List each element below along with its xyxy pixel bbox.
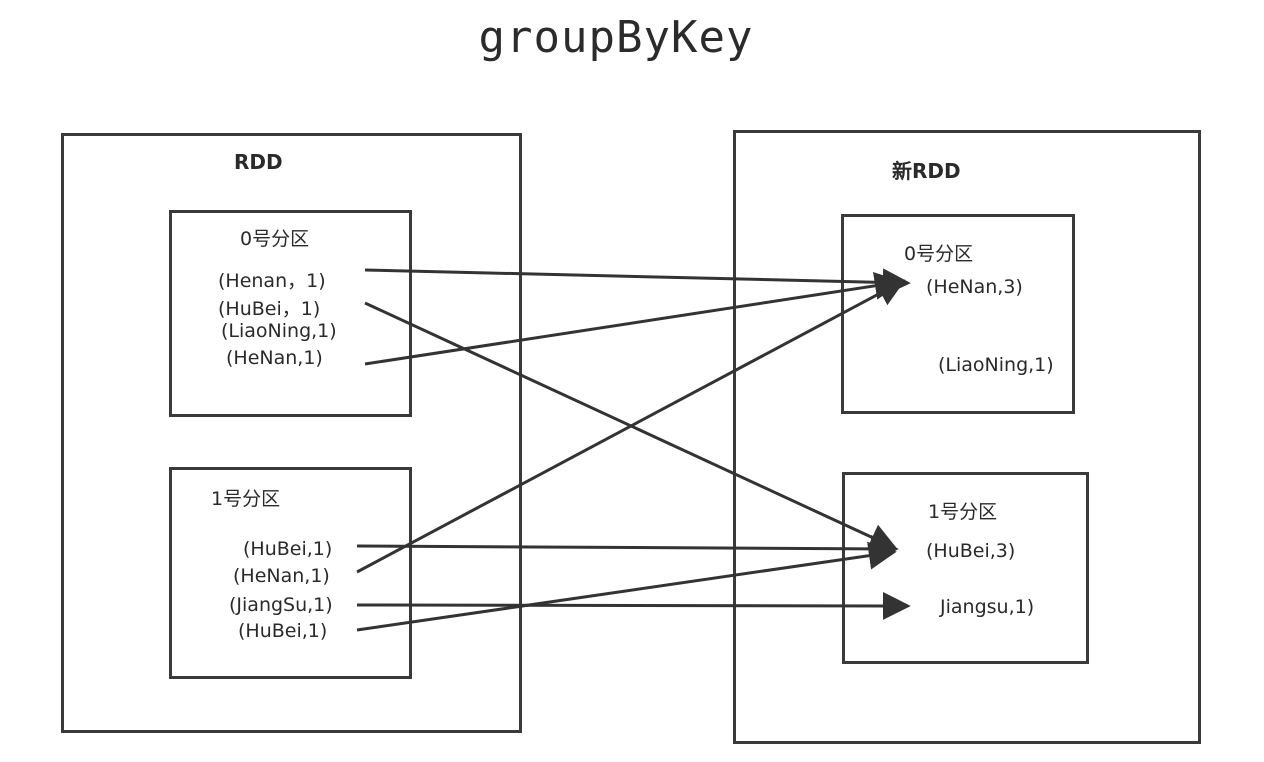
rdd-partition-0-label: 0号分区: [240, 228, 310, 250]
rdd-partition-1-item: (HuBei,1): [238, 620, 328, 642]
new-rdd-partition-1-label: 1号分区: [928, 501, 998, 523]
rdd-partition-0-item: (LiaoNing,1): [221, 320, 337, 342]
rdd-partition-0-item: (Henan，1): [218, 270, 326, 292]
new-rdd-label: 新RDD: [892, 159, 961, 183]
new-rdd-partition-0-item: (LiaoNing,1): [938, 354, 1054, 376]
new-rdd-partition-0-item: (HeNan,3): [926, 276, 1023, 298]
new-rdd-partition-0-label: 0号分区: [904, 243, 974, 265]
rdd-label: RDD: [234, 150, 283, 174]
rdd-partition-1-label: 1号分区: [211, 488, 281, 510]
rdd-partition-0-item: (HuBei，1): [218, 298, 321, 320]
diagram-title: groupByKey: [478, 12, 754, 63]
rdd-partition-1-item: (HeNan,1): [233, 565, 330, 587]
rdd-partition-1-item: (JiangSu,1): [229, 594, 333, 616]
rdd-partition-1-item: (HuBei,1): [243, 538, 333, 560]
new-rdd-partition-1-item: (HuBei,3): [926, 540, 1016, 562]
new-rdd-partition-1-item: Jiangsu,1): [940, 596, 1035, 618]
rdd-partition-0-item: (HeNan,1): [226, 347, 323, 369]
